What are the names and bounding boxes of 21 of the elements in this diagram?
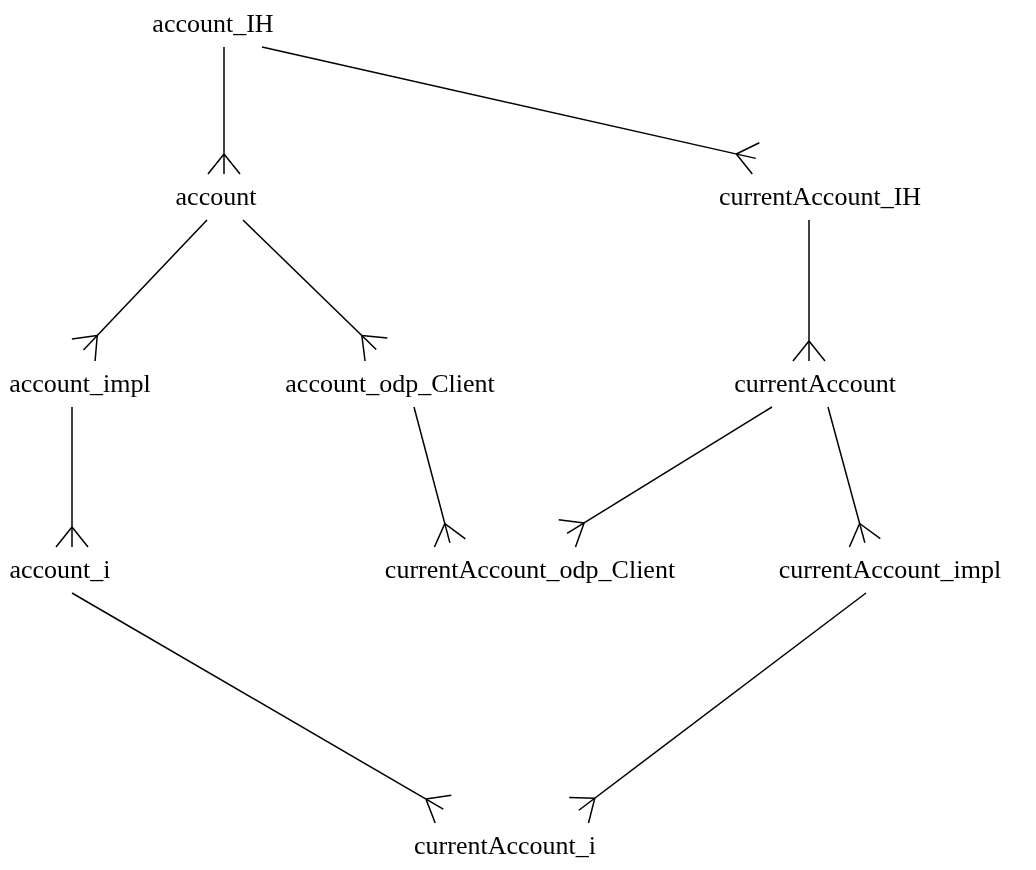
crows-foot-connector [413, 406, 467, 548]
crows-foot-connector [71, 219, 208, 362]
entity-label: account_i [5, 549, 115, 591]
entity-label: currentAccount_IH [714, 176, 926, 218]
entity-label: account_odp_Client [281, 363, 499, 405]
entity-label: currentAccount_odp_Client [380, 549, 680, 591]
crows-foot-connector [207, 46, 241, 175]
crows-foot-connector [792, 219, 826, 362]
crows-foot-connector [55, 406, 89, 548]
crows-foot-connector [557, 406, 773, 548]
crows-foot-connector [568, 592, 867, 824]
entity-label: account_IH [148, 3, 278, 45]
entity-label: account [171, 176, 261, 218]
crows-foot-connector [71, 592, 453, 824]
crows-foot-connector [261, 46, 761, 175]
crows-foot-connector [242, 219, 389, 362]
entity-label: currentAccount [730, 363, 900, 405]
entity-label: account_impl [5, 363, 155, 405]
crows-foot-connector [827, 406, 882, 548]
entity-label: currentAccount_i [410, 825, 600, 867]
entity-label: currentAccount_impl [774, 549, 1006, 591]
